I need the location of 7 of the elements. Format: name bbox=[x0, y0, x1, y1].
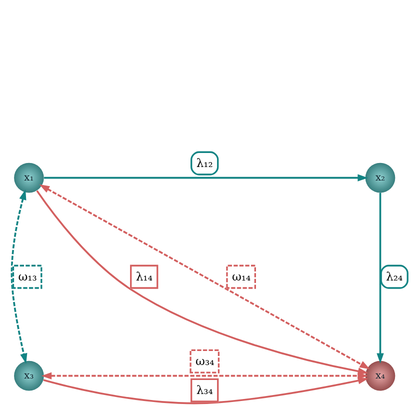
edge-label: λ₃₄ bbox=[196, 382, 213, 396]
edge-label: ω₃₄ bbox=[196, 353, 214, 368]
edge-label: ω₁₄ bbox=[232, 268, 251, 283]
edge-label: λ₁₄ bbox=[136, 268, 152, 283]
edge-label: λ₂₄ bbox=[386, 268, 403, 283]
edge-label: ω₁₃ bbox=[18, 268, 37, 283]
edge-label: λ₁₂ bbox=[196, 155, 213, 170]
